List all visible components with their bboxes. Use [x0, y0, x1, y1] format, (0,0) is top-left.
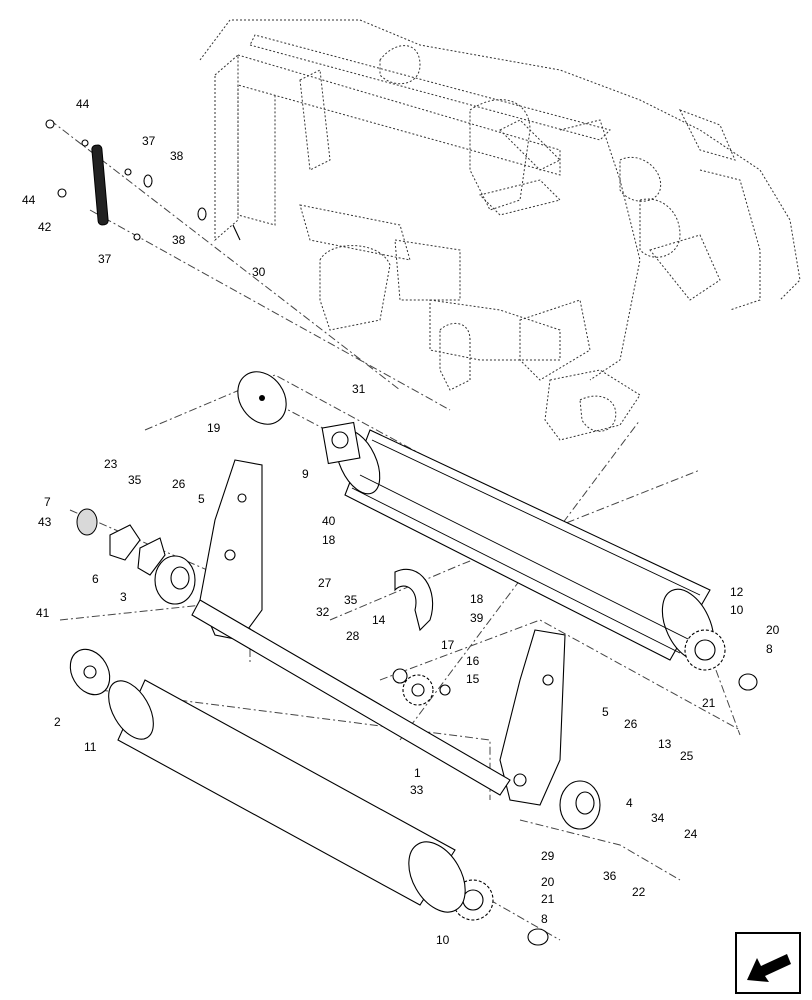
- bearing-4: [559, 780, 601, 830]
- shaft-1: [191, 599, 511, 796]
- callout-42: 42: [38, 220, 52, 234]
- disc-19: [237, 371, 287, 425]
- callout-30: 30: [252, 265, 266, 279]
- callout-14: 14: [372, 613, 386, 627]
- left-side-plate: [199, 459, 263, 641]
- callout-1: 1: [414, 766, 421, 780]
- callout-3: 3: [120, 590, 127, 604]
- callout-8: 8: [541, 912, 548, 926]
- callout-9: 9: [302, 467, 309, 481]
- callout-26: 26: [624, 717, 638, 731]
- callout-5: 5: [602, 705, 609, 719]
- callout-25: 25: [680, 749, 694, 763]
- bolt-30: [232, 224, 241, 241]
- callout-21: 21: [702, 696, 716, 710]
- callout-38: 38: [172, 233, 186, 247]
- gear-10-upper: [684, 629, 726, 671]
- callout-44: 44: [76, 97, 90, 111]
- callout-18: 18: [470, 592, 484, 606]
- callout-31: 31: [352, 382, 366, 396]
- callout-36: 36: [603, 869, 617, 883]
- callout-23: 23: [104, 457, 118, 471]
- callout-37: 37: [98, 252, 112, 266]
- nut-44a: [45, 119, 55, 129]
- callout-28: 28: [346, 629, 360, 643]
- washer-37b: [124, 168, 132, 176]
- callout-12: 12: [730, 585, 744, 599]
- link-chain-parts: [45, 119, 241, 241]
- callout-37: 37: [142, 134, 156, 148]
- callout-26: 26: [172, 477, 186, 491]
- callout-11: 11: [84, 740, 97, 754]
- disc-2: [69, 648, 111, 696]
- gear-16: [392, 668, 451, 706]
- upper-roller-12: [321, 421, 715, 662]
- callout-35: 35: [128, 473, 142, 487]
- washer-37a: [81, 139, 89, 147]
- spacer-38b: [197, 207, 207, 221]
- callout-20: 20: [541, 875, 555, 889]
- callout-44: 44: [22, 193, 36, 207]
- callout-34: 34: [651, 811, 665, 825]
- callout-43: 43: [38, 515, 52, 529]
- callout-21: 21: [541, 892, 555, 906]
- right-side-plate: [499, 629, 566, 806]
- spacer-38a: [143, 174, 153, 188]
- callout-5: 5: [198, 492, 205, 506]
- callout-19: 19: [207, 421, 221, 435]
- callout-40: 40: [322, 514, 336, 528]
- callout-27: 27: [318, 576, 332, 590]
- callout-10: 10: [730, 603, 744, 617]
- callout-35: 35: [344, 593, 358, 607]
- callout-15: 15: [466, 672, 480, 686]
- callout-8: 8: [766, 642, 773, 656]
- callout-17: 17: [441, 638, 455, 652]
- callout-labels: 44 37 38 44 42 37 38 30 31 19 9 23 35 26…: [22, 97, 780, 947]
- callout-24: 24: [684, 827, 698, 841]
- belt-14: [394, 568, 434, 632]
- callout-16: 16: [466, 654, 480, 668]
- hub-8-lower: [527, 928, 549, 946]
- navigation-arrow-icon[interactable]: [735, 932, 801, 994]
- callout-20: 20: [766, 623, 780, 637]
- callout-22: 22: [632, 885, 646, 899]
- callout-39: 39: [470, 611, 484, 625]
- callout-2: 2: [54, 715, 61, 729]
- callout-13: 13: [658, 737, 672, 751]
- washer-37c: [133, 233, 141, 241]
- callout-4: 4: [626, 796, 633, 810]
- callout-38: 38: [170, 149, 184, 163]
- callout-18: 18: [322, 533, 336, 547]
- callout-41: 41: [36, 606, 50, 620]
- link-42: [91, 144, 109, 226]
- callout-29: 29: [541, 849, 555, 863]
- callout-6: 6: [92, 572, 99, 586]
- callout-10: 10: [436, 933, 450, 947]
- hub-8-upper: [738, 673, 758, 691]
- bearing-stack-left: [76, 508, 196, 605]
- callout-7: 7: [44, 495, 51, 509]
- machine-frame: [199, 19, 801, 441]
- callout-32: 32: [316, 605, 330, 619]
- nut-44b: [57, 188, 67, 198]
- lower-roller-11: [108, 679, 466, 913]
- callout-33: 33: [410, 783, 424, 797]
